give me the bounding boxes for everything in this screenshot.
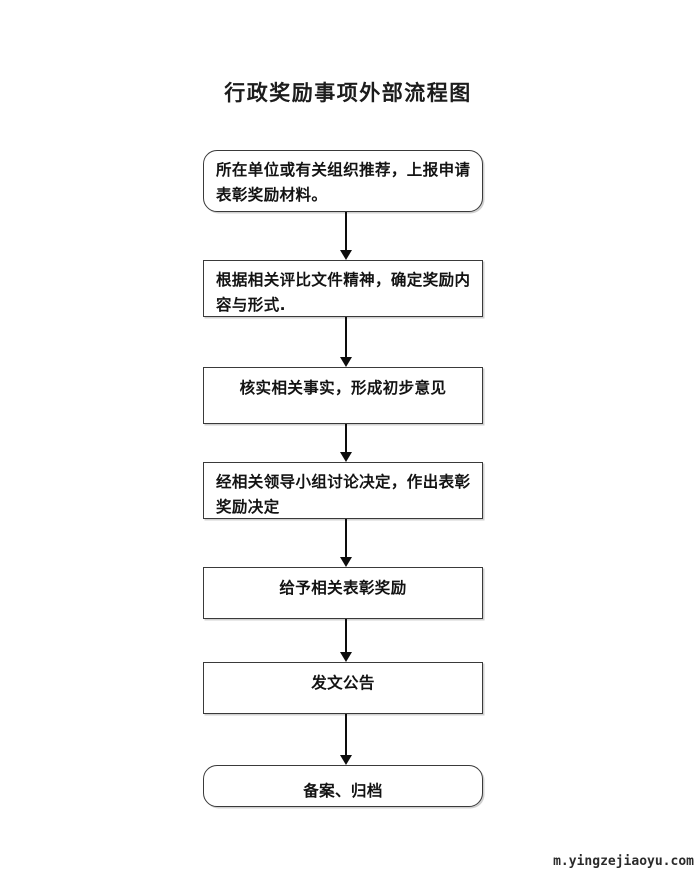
arrow-shaft xyxy=(345,212,347,252)
arrow-shaft xyxy=(345,714,347,757)
flow-arrow-3-to-4 xyxy=(340,424,352,462)
flow-node-5-label: 给予相关表彰奖励 xyxy=(279,579,407,597)
flow-arrow-5-to-6 xyxy=(340,619,352,662)
flow-node-6-label: 发文公告 xyxy=(311,674,375,692)
arrow-head-icon xyxy=(340,652,352,662)
flow-node-4: 经相关领导小组讨论决定，作出表彰奖励决定 xyxy=(203,462,483,519)
flow-node-6: 发文公告 xyxy=(203,662,483,714)
flow-node-7-label: 备案、归档 xyxy=(303,782,383,800)
arrow-shaft xyxy=(345,519,347,559)
watermark-text: m.yingzejiaoyu.com xyxy=(553,854,694,869)
arrow-head-icon xyxy=(340,357,352,367)
flow-node-2-label: 根据相关评比文件精神，确定奖励内容与形式. xyxy=(216,271,471,314)
flow-node-3-label: 核实相关事实，形成初步意见 xyxy=(239,379,447,397)
flow-node-4-label: 经相关领导小组讨论决定，作出表彰奖励决定 xyxy=(216,473,471,516)
arrow-head-icon xyxy=(340,755,352,765)
flow-arrow-4-to-5 xyxy=(340,519,352,567)
arrow-head-icon xyxy=(340,250,352,260)
flow-arrow-6-to-7 xyxy=(340,714,352,765)
flow-node-7: 备案、归档 xyxy=(203,765,483,807)
arrow-head-icon xyxy=(340,557,352,567)
flow-node-1: 所在单位或有关组织推荐，上报申请表彰奖励材料。 xyxy=(203,150,483,212)
flow-node-5: 给予相关表彰奖励 xyxy=(203,567,483,619)
flow-arrow-2-to-3 xyxy=(340,317,352,367)
flow-node-3: 核实相关事实，形成初步意见 xyxy=(203,367,483,424)
flow-arrow-1-to-2 xyxy=(340,212,352,260)
arrow-shaft xyxy=(345,424,347,454)
flow-node-1-label: 所在单位或有关组织推荐，上报申请表彰奖励材料。 xyxy=(216,161,471,204)
flow-node-2: 根据相关评比文件精神，确定奖励内容与形式. xyxy=(203,260,483,317)
page-title: 行政奖励事项外部流程图 xyxy=(224,81,472,105)
arrow-shaft xyxy=(345,619,347,654)
arrow-shaft xyxy=(345,317,347,359)
arrow-head-icon xyxy=(340,452,352,462)
